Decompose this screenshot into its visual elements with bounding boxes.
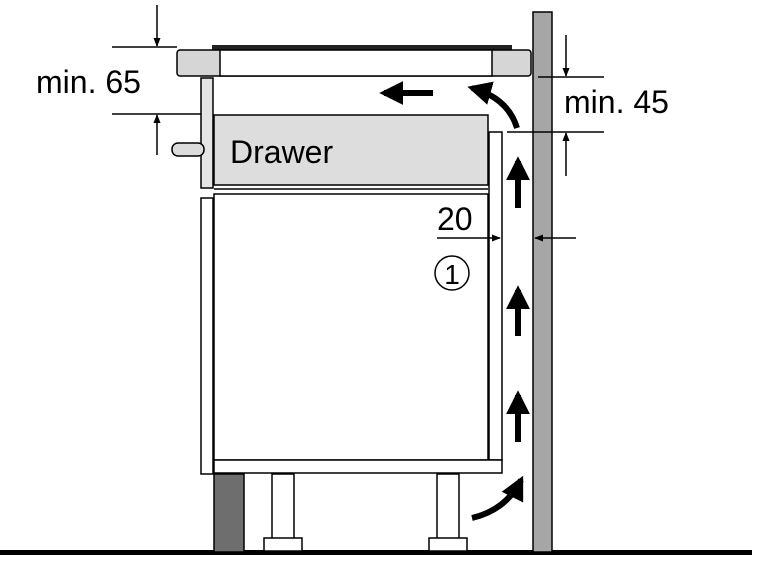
cabinet-base [213,459,503,474]
cabinet-upper-front [200,77,214,189]
dimension-label-min-45: min. 45 [564,84,669,120]
dimension-label-min-65: min. 65 [36,64,141,100]
wall [532,11,553,553]
hob-inner-housing [219,49,493,77]
cabinet-leg-right [436,473,460,541]
cabinet-leg-left [271,473,295,541]
drawer [213,114,489,186]
drawer-handle [171,142,205,157]
callout-number: 1 [444,259,460,290]
cabinet-leg-right-foot [428,537,468,552]
hob-glass-top [212,45,512,51]
cabinet-leg-left-foot [263,537,303,552]
callout-circle [434,255,470,291]
cabinet-left-side [200,197,214,475]
floor-line [0,550,752,555]
airflow-arrow-icon [467,81,520,129]
dimension-label-20: 20 [437,201,473,237]
plinth [213,473,245,553]
airflow-arrow-icon [471,475,524,521]
cabinet-back-panel [488,131,503,461]
drawer-label: Drawer [230,134,333,170]
